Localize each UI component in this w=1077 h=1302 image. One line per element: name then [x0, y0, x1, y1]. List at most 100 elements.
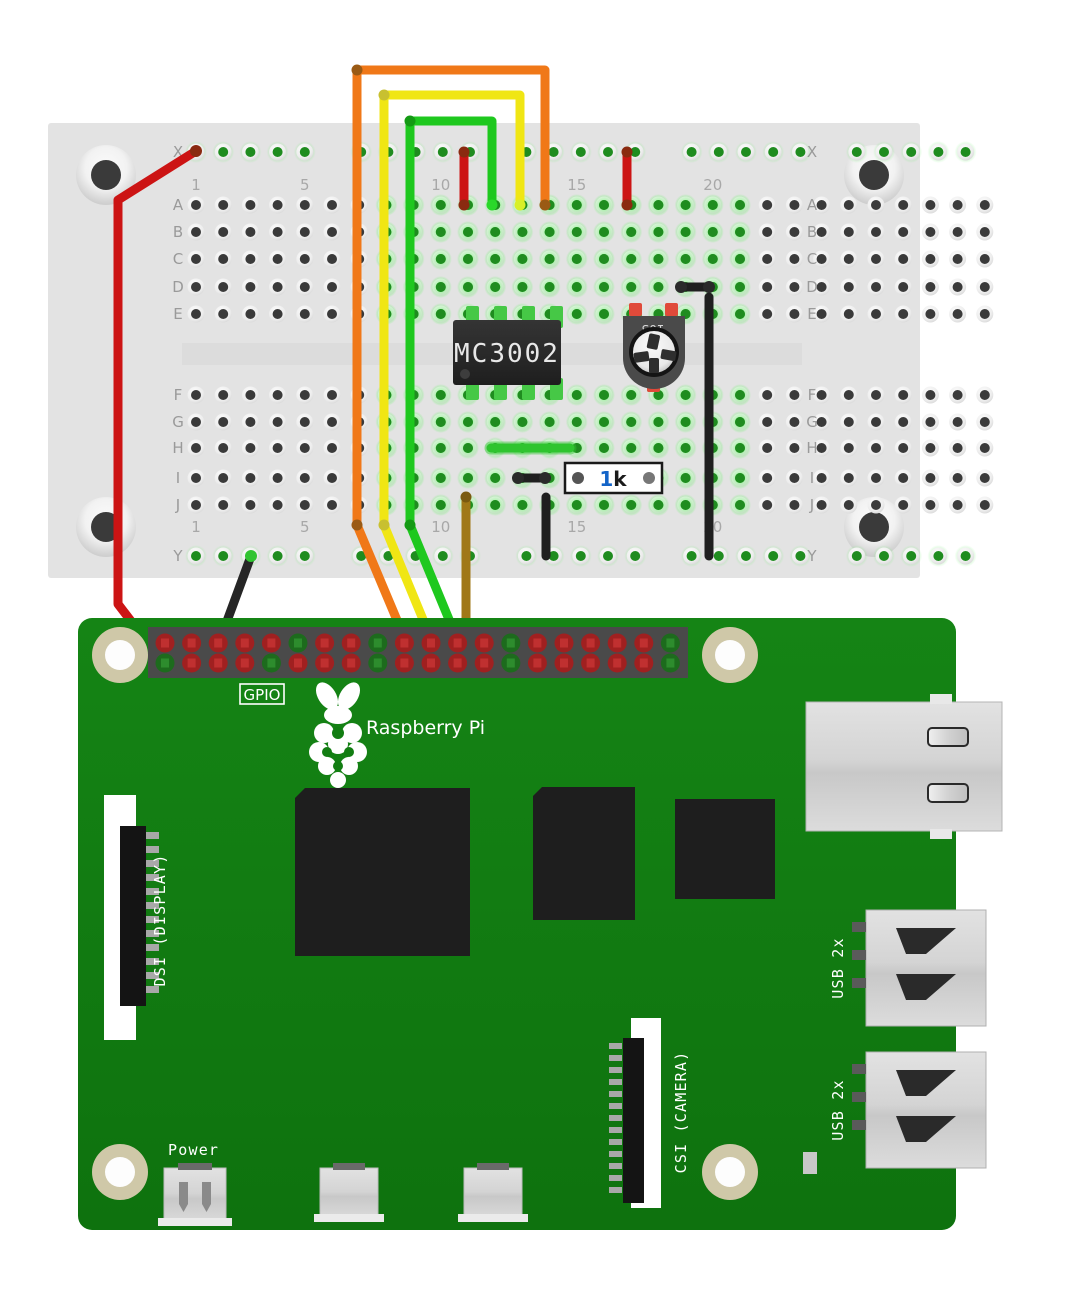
breadboard-hole[interactable] [296, 439, 314, 457]
breadboard-connected-hole[interactable] [674, 467, 697, 489]
breadboard-connected-hole[interactable] [457, 437, 479, 459]
gpio-pin[interactable] [235, 653, 255, 673]
gpio-pin[interactable] [315, 633, 335, 653]
breadboard-connected-hole[interactable] [484, 411, 507, 433]
breadboard-hole[interactable] [949, 469, 967, 487]
breadboard-hole[interactable] [269, 305, 287, 323]
breadboard-power-hole[interactable] [239, 141, 262, 163]
breadboard-connected-hole[interactable] [593, 194, 615, 216]
breadboard-power-hole[interactable] [377, 545, 400, 567]
breadboard-hole[interactable] [949, 413, 967, 431]
breadboard-hole[interactable] [921, 196, 939, 214]
breadboard-hole[interactable] [785, 469, 803, 487]
breadboard-hole[interactable] [214, 469, 232, 487]
breadboard-connected-hole[interactable] [484, 494, 507, 516]
breadboard-hole[interactable] [840, 439, 858, 457]
breadboard-hole[interactable] [758, 278, 776, 296]
breadboard-connected-hole[interactable] [484, 467, 507, 489]
breadboard-hole[interactable] [241, 469, 259, 487]
breadboard-connected-hole[interactable] [429, 276, 452, 298]
breadboard-connected-hole[interactable] [593, 276, 615, 298]
breadboard-power-hole[interactable] [266, 141, 289, 163]
gpio-pin[interactable] [208, 633, 228, 653]
gpio-pin[interactable] [607, 633, 627, 653]
breadboard-hole[interactable] [323, 223, 341, 241]
breadboard-hole[interactable] [813, 196, 831, 214]
breadboard-hole[interactable] [976, 305, 994, 323]
breadboard-hole[interactable] [894, 223, 912, 241]
power-connector[interactable]: Power [158, 1141, 232, 1226]
breadboard-connected-hole[interactable] [674, 437, 697, 459]
breadboard-connected-hole[interactable] [429, 384, 452, 406]
breadboard-connected-hole[interactable] [457, 411, 479, 433]
breadboard-hole[interactable] [214, 413, 232, 431]
breadboard-hole[interactable] [867, 496, 885, 514]
breadboard-hole[interactable] [894, 278, 912, 296]
breadboard-power-hole[interactable] [789, 545, 812, 567]
breadboard-hole[interactable] [894, 305, 912, 323]
breadboard-hole[interactable] [840, 250, 858, 268]
orange-wire[interactable] [351, 64, 551, 670]
breadboard-power-hole[interactable] [431, 141, 454, 163]
breadboard-connected-hole[interactable] [674, 248, 697, 270]
breadboard-hole[interactable] [867, 413, 885, 431]
breadboard-hole[interactable] [214, 439, 232, 457]
red-jumper-col-11[interactable] [458, 146, 470, 211]
gpio-pin-grid[interactable] [155, 633, 680, 673]
breadboard-hole[interactable] [785, 250, 803, 268]
breadboard-connected-hole[interactable] [729, 384, 751, 406]
gpio-pin[interactable] [634, 653, 654, 673]
breadboard-hole[interactable] [269, 496, 287, 514]
breadboard-connected-hole[interactable] [647, 494, 670, 516]
breadboard-hole[interactable] [758, 250, 776, 268]
breadboard-connected-hole[interactable] [620, 221, 643, 243]
breadboard-hole[interactable] [758, 386, 776, 404]
breadboard-hole[interactable] [269, 223, 287, 241]
breadboard-connected-hole[interactable] [457, 467, 479, 489]
breadboard-connected-hole[interactable] [674, 194, 697, 216]
breadboard-hole[interactable] [813, 469, 831, 487]
breadboard-hole[interactable] [813, 278, 831, 296]
breadboard-power-hole[interactable] [597, 141, 619, 163]
gpio-pin[interactable] [155, 653, 175, 673]
breadboard-power-hole[interactable] [293, 545, 316, 567]
breadboard-hole[interactable] [785, 413, 803, 431]
breadboard-hole[interactable] [296, 305, 314, 323]
breadboard-power-hole[interactable] [185, 545, 207, 567]
gpio-pin[interactable] [421, 653, 441, 673]
breadboard-hole[interactable] [949, 278, 967, 296]
breadboard-connected-hole[interactable] [647, 248, 670, 270]
gpio-header[interactable] [148, 627, 688, 678]
breadboard-connected-hole[interactable] [538, 248, 561, 270]
breadboard-hole[interactable] [214, 250, 232, 268]
breadboard-connected-hole[interactable] [620, 384, 643, 406]
breadboard-connected-hole[interactable] [593, 248, 615, 270]
breadboard-hole[interactable] [241, 305, 259, 323]
breadboard-connected-hole[interactable] [620, 494, 643, 516]
breadboard-hole[interactable] [976, 496, 994, 514]
breadboard-hole[interactable] [867, 386, 885, 404]
breadboard-connected-hole[interactable] [511, 221, 534, 243]
breadboard-power-hole[interactable] [597, 545, 619, 567]
breadboard-hole[interactable] [785, 278, 803, 296]
breadboard-power-hole[interactable] [680, 545, 703, 567]
breadboard-hole[interactable] [921, 469, 939, 487]
breadboard-hole[interactable] [785, 305, 803, 323]
gpio-pin[interactable] [235, 633, 255, 653]
breadboard-connected-hole[interactable] [729, 221, 751, 243]
breadboard-hole[interactable] [976, 196, 994, 214]
breadboard-connected-hole[interactable] [429, 467, 452, 489]
breadboard-hole[interactable] [269, 196, 287, 214]
usb-port-lower[interactable]: USB 2x [803, 1051, 987, 1174]
breadboard-hole[interactable] [269, 469, 287, 487]
breadboard-connected-hole[interactable] [620, 411, 643, 433]
breadboard-power-hole[interactable] [873, 141, 895, 163]
breadboard-power-hole[interactable] [762, 545, 785, 567]
breadboard-power-hole[interactable] [680, 141, 703, 163]
breadboard-hole[interactable] [241, 223, 259, 241]
breadboard-power-hole[interactable] [927, 141, 950, 163]
breadboard-connected-hole[interactable] [429, 194, 452, 216]
breadboard-hole[interactable] [894, 469, 912, 487]
breadboard-hole[interactable] [187, 469, 205, 487]
gpio-pin[interactable] [208, 653, 228, 673]
